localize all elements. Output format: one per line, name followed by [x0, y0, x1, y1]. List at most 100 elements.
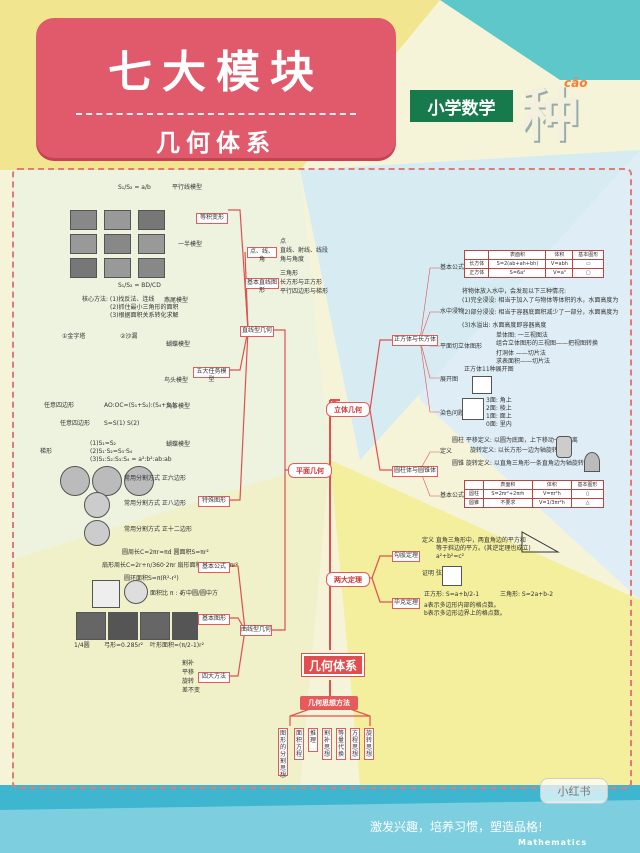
figure-thumbnail	[124, 466, 154, 496]
pick-item-1: 三角形: S=2a+b-2	[500, 591, 554, 598]
brand-logo-char: 种	[520, 81, 579, 149]
right-triangle-figure	[521, 531, 560, 553]
figure-thumbnail	[70, 234, 97, 254]
figure-thumbnail	[138, 210, 165, 230]
page-title: 七大模块	[108, 47, 324, 98]
label-stain: 染色问题	[440, 410, 465, 417]
method-item-1: 平移	[182, 669, 195, 676]
node-curve-geometry: 曲线型几何	[240, 625, 272, 636]
label-formula-1: S=S(1) S(2)	[104, 420, 140, 427]
label-any-quad-2: 任意四边形	[60, 420, 91, 427]
node-basic-figure: 基本图形	[198, 614, 230, 625]
water-item-2: (2)部分浸没: 相当于容器底面积减少了一部分，水面高度为	[462, 309, 619, 316]
figure-thumbnail	[104, 258, 131, 278]
thinking-item: 图形的分割思想	[278, 728, 288, 779]
title-card: 七大模块 几何体系	[36, 18, 396, 158]
line-item-2: 角与角度	[280, 256, 305, 263]
node-points-lines: 点、线、角	[247, 247, 277, 263]
figure-thumbnail	[70, 258, 97, 278]
figure-thumbnail	[138, 234, 165, 254]
label-view: 平面切立体图形	[440, 343, 483, 350]
label-trapezoid: 梯形	[40, 448, 53, 455]
node-pick: 毕克定理	[392, 598, 420, 609]
label-square-ratio: 面积比 π : 4	[150, 590, 184, 597]
label-define: 定义	[440, 448, 453, 455]
view-item-0: 单体图: 一三视图法	[496, 332, 548, 339]
label-water: 水中浸物	[440, 308, 465, 315]
pyth-item-2: a²+b²=c²	[436, 553, 465, 560]
view-item-1: 组合立体图形的三视图——把视图转换	[496, 340, 599, 347]
node-four-methods: 四大方法	[198, 672, 230, 683]
label-wind-formula: AO:OC=(S₁+S₂):(S₄+S₃)	[104, 402, 175, 409]
label-pyramid: ①金字塔	[62, 333, 86, 340]
figure-thumbnail	[92, 466, 122, 496]
label-ring-formula: 圆环面积S=π(R²-r²)	[124, 575, 179, 582]
stain-item-0: 3面: 角上	[486, 397, 512, 404]
thinking-item: 推理	[308, 728, 318, 752]
figure-thumbnail	[124, 580, 148, 604]
label-butterfly-model: 蝴蝶模型	[166, 441, 191, 448]
line-item-1: 直线、射线、线段	[280, 247, 329, 254]
label-parallel-formula: S₁/S₂ = a/b	[118, 184, 151, 191]
label-leaf: 叶形面积=(π/2-1)r²	[150, 642, 205, 649]
pyth-item-3: 证明 弦图	[422, 570, 448, 577]
footer-slogan: 激发兴趣，培养习惯，塑造品格!	[370, 820, 543, 834]
node-basic-shapes: 基本直线图形	[245, 278, 279, 294]
view-item-2: 打洞体 ——切片法	[496, 350, 546, 357]
water-item-0: 将物体放入水中，会发现以下三种情况:	[462, 288, 567, 295]
figure-thumbnail	[172, 612, 198, 640]
method-item-0: 割补	[182, 660, 195, 667]
label-core-method: 核心方法: (1)找反法、连线	[82, 296, 155, 303]
special-item-1: 常用分割方式 正八边形	[124, 500, 186, 507]
water-item-1: (1)完全浸没: 相当于加入了与物体等体积的水，水面高度为	[462, 297, 619, 304]
brand-pinyin: cǎo	[564, 76, 588, 90]
label-sweep-model: 燕尾模型	[164, 297, 189, 304]
figure-thumbnail	[84, 492, 110, 518]
figure-thumbnail	[140, 612, 170, 640]
method-item-2: 旋转	[182, 678, 195, 685]
pyth-item-0: 定义 直角三角形中，两直角边的平方和	[422, 537, 526, 544]
node-thinking-methods: 几何思想方法	[300, 696, 358, 710]
label-any-quad: 任意四边形	[44, 402, 75, 409]
cube-figure	[472, 376, 492, 394]
figure-thumbnail	[138, 258, 165, 278]
label-sweep-formula: S₁/S₂ = BD/CD	[118, 282, 161, 289]
label-moon: 弓形=0.285r²	[104, 642, 144, 649]
label-formula-3: (2)S₁·S₂=S₃·S₄	[90, 448, 133, 455]
proof-figure	[442, 566, 462, 586]
label-formula-4: (3)S₁:S₂:S₃:S₄ = a²:b²:ab:ab	[90, 456, 172, 463]
label-similar-model: 鸟头模型	[164, 377, 189, 384]
figure-thumbnail	[70, 210, 97, 230]
thinking-item: 旋转思想	[364, 728, 374, 760]
center-node: 几何体系	[301, 653, 365, 677]
label-core-method-2: (2)抓住最小三角形的面积	[110, 304, 179, 311]
pick-item-0: 正方形: S=a+b/2-1	[424, 591, 480, 598]
figure-thumbnail	[76, 612, 106, 640]
water-item-3: (3)水溢出: 水面高度即容器高度	[462, 322, 547, 329]
pick-item-2: a表示多边形内部的格点数。	[424, 602, 500, 609]
mindmap-frame	[12, 168, 632, 789]
label-sector-formula: 扇形周长C=2r+n/360·2πr 扇形面积S=n/360·πr²	[102, 562, 239, 569]
page-subtitle: 几何体系	[156, 129, 276, 157]
thinking-item: 方程思想	[350, 728, 360, 760]
label-tip-model: 蝴蝶模型	[166, 341, 191, 348]
define-item-0: 圆柱 平移定义: 以圆为底面，上下移动一段距离	[452, 437, 578, 444]
pick-item-3: b表示多边形边界上的格点数。	[424, 610, 506, 617]
node-cuboid-cube: 正方体与长方体	[392, 335, 438, 346]
figure-thumbnail	[108, 612, 138, 640]
special-item-2: 常用分割方式 正十二边形	[124, 526, 192, 533]
basic-item-0: 三角形	[280, 270, 299, 277]
xiaohongshu-watermark: 小红书	[540, 778, 608, 804]
label-core-method-3: (3)根据面积关系转化求解	[110, 312, 179, 319]
node-solid-geometry: 立体几何	[326, 402, 370, 417]
figure-thumbnail	[104, 234, 131, 254]
label-parallel-model: 平行线模型	[172, 184, 203, 191]
cylinder-figure	[556, 436, 572, 458]
method-item-3: 差不变	[182, 687, 201, 694]
figure-thumbnail	[60, 466, 90, 496]
node-pythagoras: 勾股定理	[392, 551, 420, 562]
label-circle-formula: 圆周长C=2πr=πd 圆面积S=πr²	[122, 549, 209, 556]
